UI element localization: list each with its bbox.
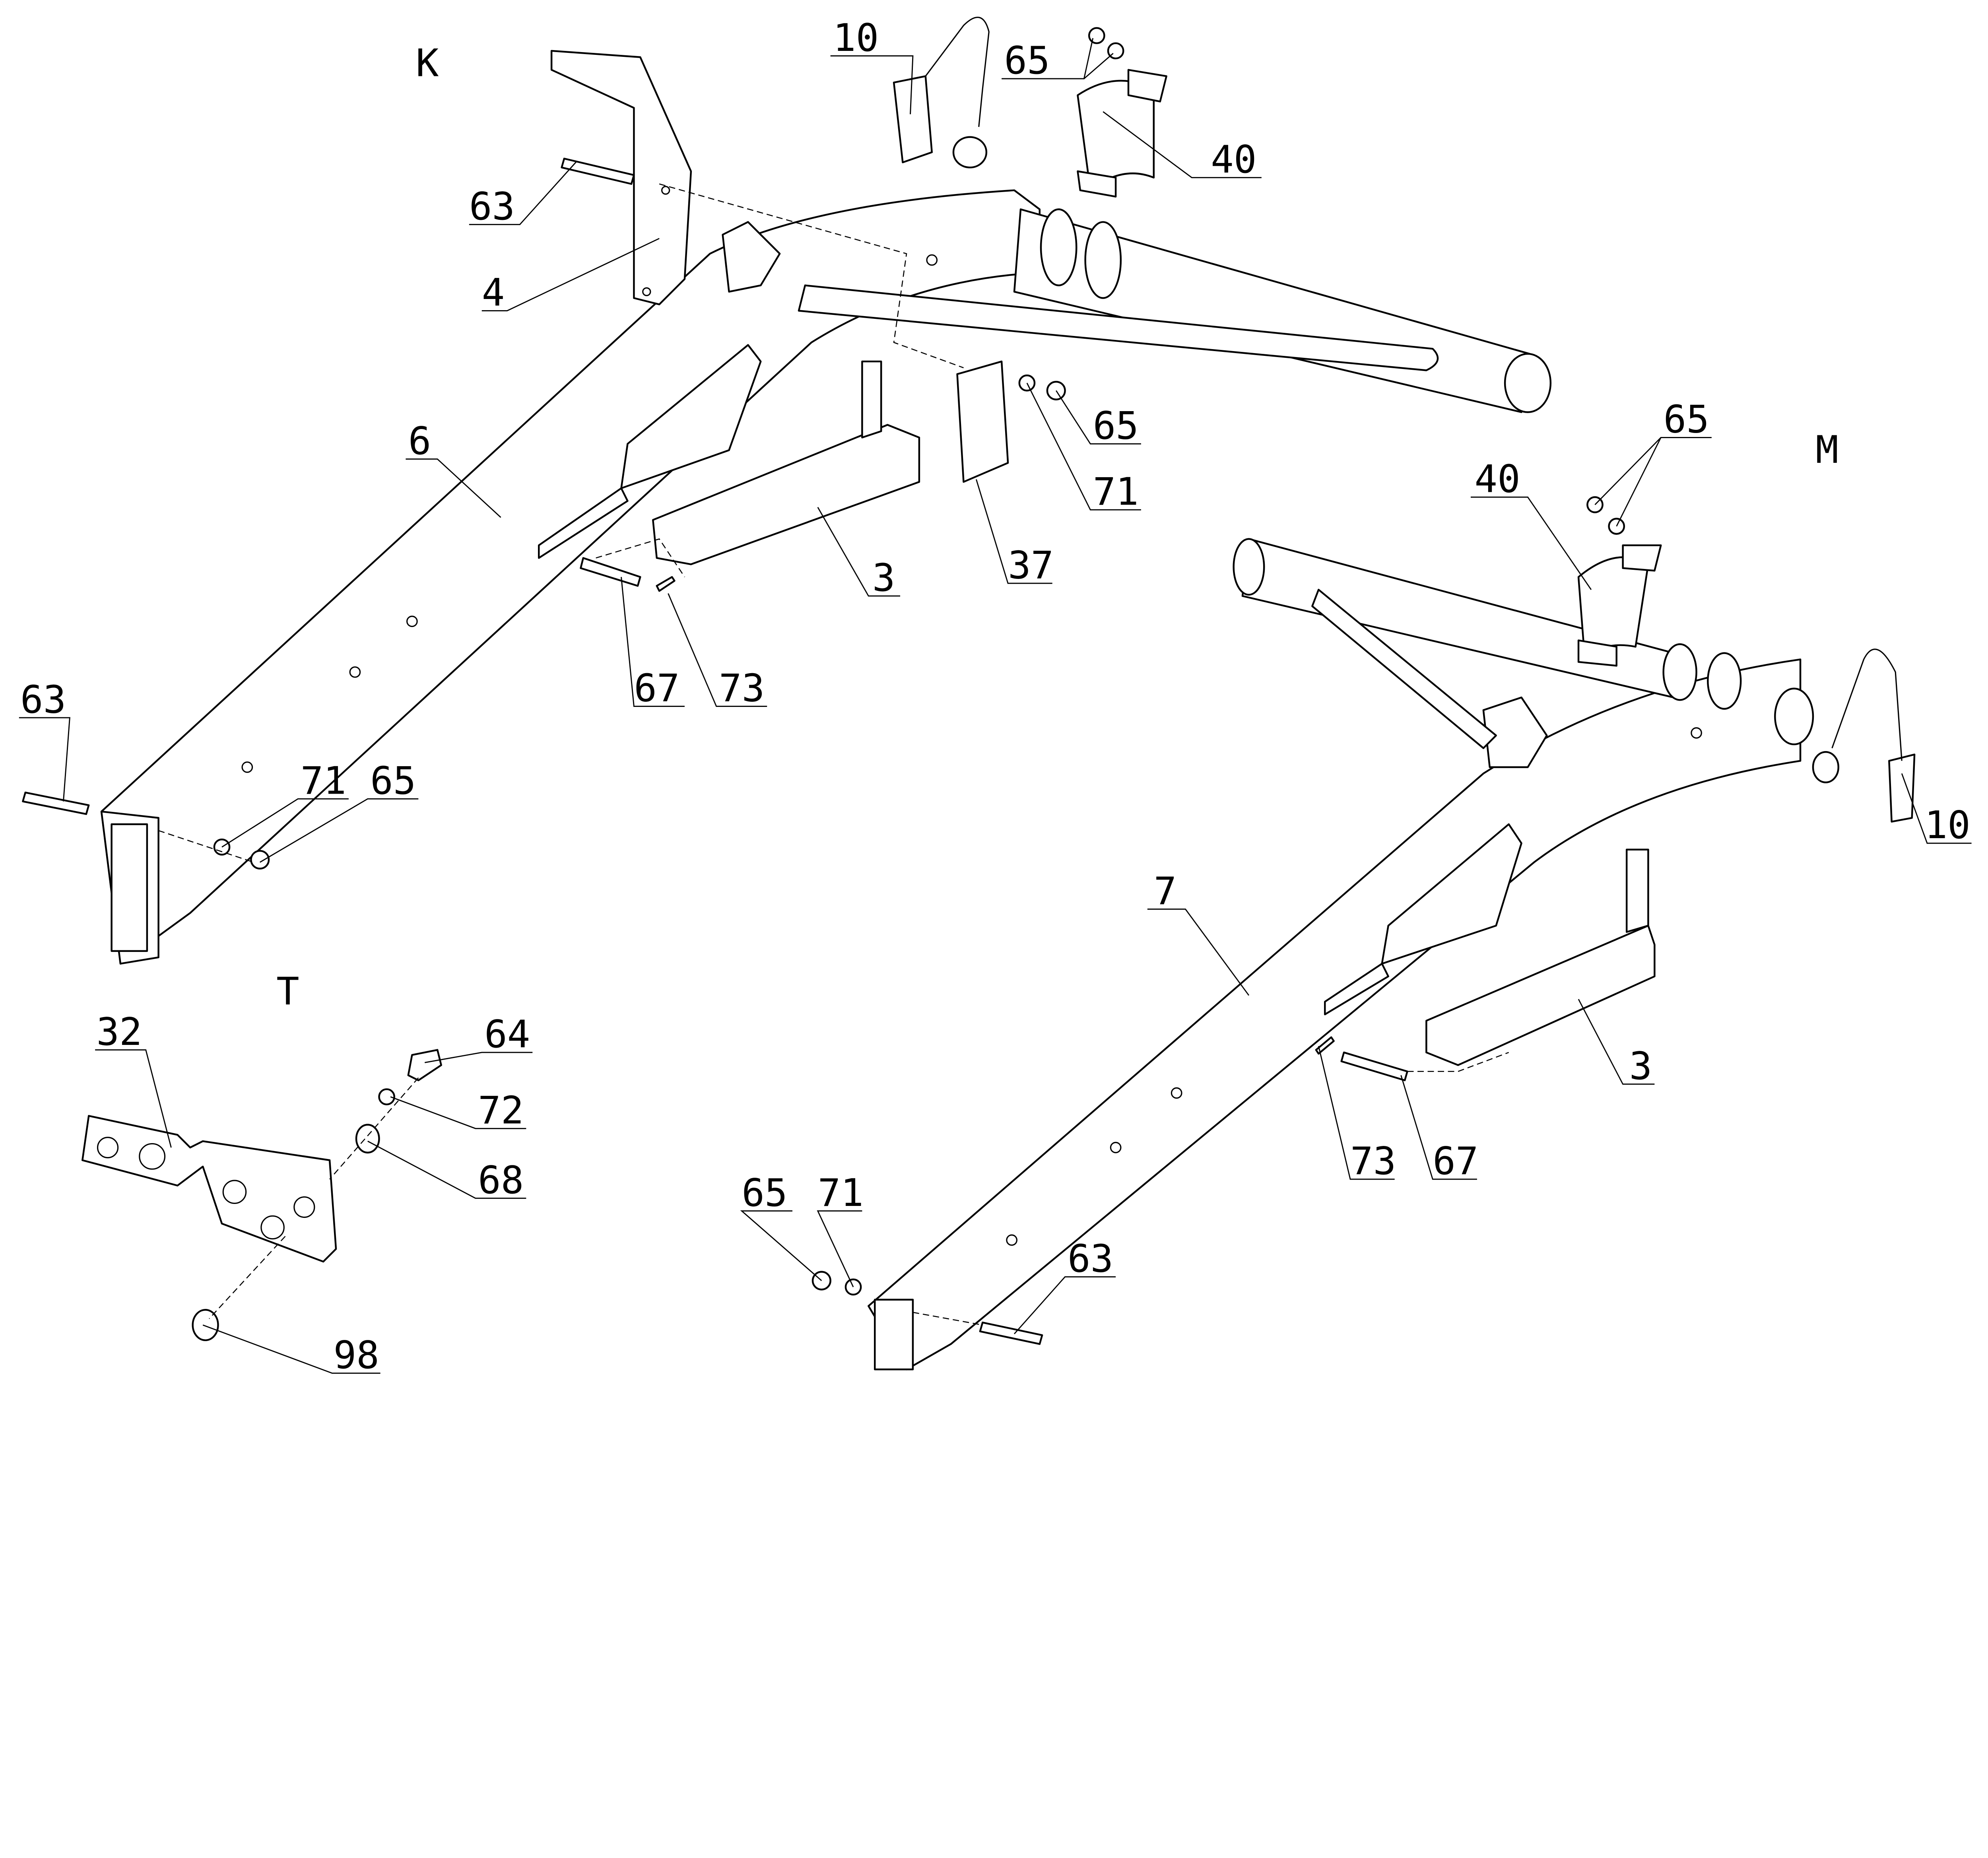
frame-arm-6 (100, 189, 1041, 965)
cotter-73-m (1315, 1036, 1335, 1055)
callout-73: 73 (1350, 1139, 1396, 1183)
support-3 (652, 360, 920, 565)
bolt-63-bot (22, 792, 90, 815)
bolt-63-m-bot (979, 1321, 1043, 1345)
callout-64: 64 (484, 1012, 530, 1056)
callout-40: 40 (1475, 457, 1520, 501)
assembly-m (812, 496, 1916, 1371)
plug-98 (192, 1309, 219, 1342)
bracket-4 (550, 50, 692, 305)
tube (798, 208, 1552, 413)
callout-68: 68 (478, 1158, 524, 1202)
leader-lines (19, 38, 1972, 1374)
pin-10-m (1812, 648, 1916, 823)
pin-10 (893, 17, 990, 169)
nut-65-bot (250, 850, 270, 870)
view-label-t: T (276, 969, 299, 1013)
callout-32: 32 (96, 1010, 142, 1054)
callout-37: 37 (1008, 543, 1054, 587)
callout-4: 4 (482, 270, 505, 315)
nuts-65-top (1088, 27, 1124, 60)
callout-40: 40 (1211, 137, 1256, 182)
callout-71: 71 (301, 758, 346, 803)
washer-68 (355, 1124, 380, 1154)
callout-67: 67 (1433, 1139, 1478, 1183)
callout-63: 63 (1068, 1237, 1113, 1281)
view-label-k: K (416, 41, 439, 85)
callout-10: 10 (1925, 803, 1971, 847)
callout-71: 71 (1093, 469, 1139, 514)
pin-67 (580, 557, 641, 587)
exploded-assembly-drawing: K M T 10 65 40 63 4 6 65 71 37 3 67 73 6… (19, 16, 1972, 1377)
view-label-m: M (1815, 427, 1839, 472)
nut-65-m-bot (812, 1271, 831, 1291)
callout-98: 98 (334, 1333, 379, 1377)
frame-arm-7 (868, 658, 1802, 1371)
clamp-40-m (1577, 544, 1662, 667)
pin-67-m (1340, 1051, 1408, 1081)
assembly-t (82, 1049, 442, 1342)
cotter-73 (656, 576, 676, 592)
callout-6: 6 (408, 419, 431, 463)
callout-63: 63 (469, 184, 515, 229)
bolt-63 (561, 157, 635, 185)
lock-washer-72 (378, 1088, 395, 1105)
callout-71: 71 (818, 1171, 864, 1215)
callout-72: 72 (478, 1088, 524, 1133)
support-3-m (1425, 848, 1656, 1066)
tube-m (1233, 538, 1814, 749)
callout-labels: K M T 10 65 40 63 4 6 65 71 37 3 67 73 6… (20, 16, 1971, 1377)
bolt-64 (407, 1049, 442, 1081)
callout-65: 65 (1093, 404, 1139, 448)
callout-65: 65 (370, 758, 416, 803)
bracket-32 (82, 1115, 337, 1263)
callout-67: 67 (634, 666, 679, 711)
assembly-k (22, 17, 1552, 965)
callout-73: 73 (719, 666, 765, 711)
callout-65: 65 (1664, 397, 1709, 442)
callout-10: 10 (833, 16, 879, 60)
callout-3: 3 (1629, 1044, 1652, 1088)
callout-65: 65 (1004, 38, 1050, 83)
callout-3: 3 (872, 555, 895, 600)
callout-7: 7 (1154, 869, 1177, 913)
plate-37 (956, 360, 1009, 483)
callout-65: 65 (742, 1171, 787, 1215)
clamp-40 (1077, 69, 1167, 198)
callout-63: 63 (20, 677, 66, 722)
